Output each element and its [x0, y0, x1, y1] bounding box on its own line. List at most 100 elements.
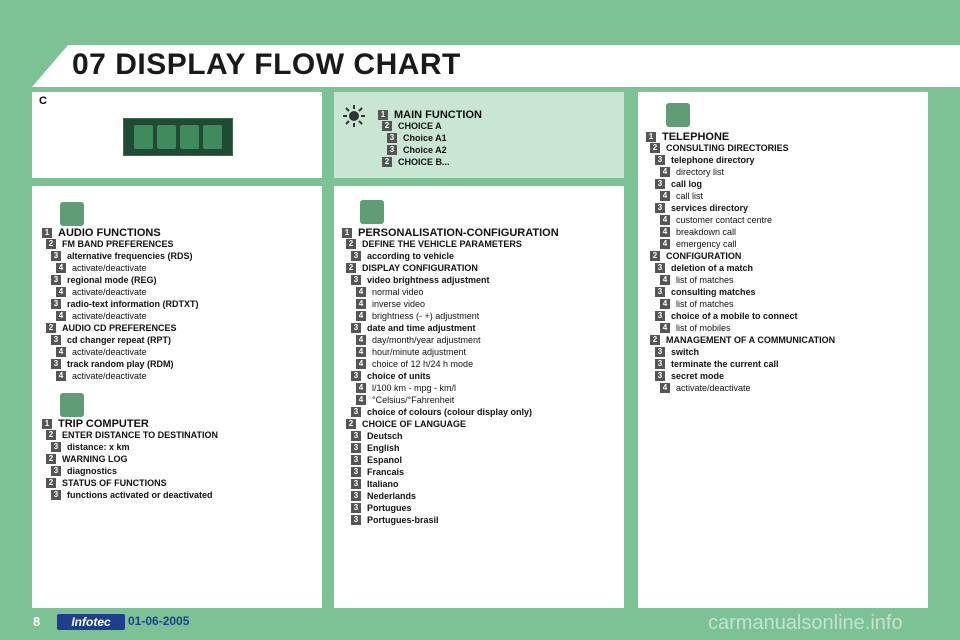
- flow-item-label: TRIP COMPUTER: [58, 418, 149, 430]
- flow-item-label: CHOICE A: [398, 121, 442, 131]
- level-badge: 2: [382, 157, 392, 167]
- flow-item-label: choice of 12 h/24 h mode: [372, 359, 474, 369]
- sun-icon: [342, 104, 366, 128]
- level-badge: 3: [655, 311, 665, 321]
- level-badge: 4: [660, 323, 670, 333]
- phone-icon: [666, 103, 690, 127]
- level-badge: 4: [356, 395, 366, 405]
- level-badge: 2: [46, 430, 56, 440]
- flow-item: 1 TRIP COMPUTER: [42, 418, 149, 430]
- flow-item-label: FM BAND PREFERENCES: [62, 239, 174, 249]
- level-badge: 3: [351, 479, 361, 489]
- flow-item: 3 choice of colours (colour display only): [351, 407, 532, 417]
- level-badge: 3: [51, 359, 61, 369]
- flow-item: 2 CHOICE A: [382, 121, 442, 131]
- flow-item: 3 functions activated or deactivated: [51, 490, 213, 500]
- flow-item-label: consulting matches: [671, 287, 756, 297]
- audio-key-icon: [134, 125, 153, 149]
- level-badge: 3: [51, 251, 61, 261]
- level-badge: 3: [351, 455, 361, 465]
- level-badge: 4: [356, 383, 366, 393]
- level-badge: 4: [56, 263, 66, 273]
- level-badge: 1: [42, 419, 52, 429]
- flow-item-label: list of matches: [676, 299, 734, 309]
- flow-item-label: activate/deactivate: [72, 287, 147, 297]
- level-badge: 4: [356, 359, 366, 369]
- watermark: carmanualsonline.info: [708, 612, 903, 634]
- level-badge: 3: [351, 431, 361, 441]
- page-title: 07 DISPLAY FLOW CHART: [72, 48, 461, 81]
- flow-item-label: MAIN FUNCTION: [394, 109, 482, 121]
- trip-computer-icon: [60, 393, 84, 417]
- level-badge: 2: [382, 121, 392, 131]
- infotec-logo: Infotec: [57, 614, 125, 630]
- flow-item-label: TELEPHONE: [662, 131, 730, 143]
- flow-item-label: choice of units: [367, 371, 431, 381]
- level-badge: 3: [655, 203, 665, 213]
- display-keys-strip: [123, 118, 233, 156]
- flow-item-label: normal video: [372, 287, 424, 297]
- flow-item-label: diagnostics: [67, 466, 118, 476]
- flow-item-label: choice of colours (colour display only): [367, 407, 533, 417]
- flow-item-label: Francais: [367, 467, 405, 477]
- flow-item-label: functions activated or deactivated: [67, 490, 213, 500]
- panel-telephone: [638, 92, 928, 608]
- phone-key-icon: [203, 125, 222, 149]
- level-badge: 3: [655, 359, 665, 369]
- flow-item-label: AUDIO CD PREFERENCES: [62, 323, 177, 333]
- flow-item-label: CHOICE OF LANGUAGE: [362, 419, 467, 429]
- flow-item-label: CONSULTING DIRECTORIES: [666, 143, 789, 153]
- flow-item-label: CHOICE B...: [398, 157, 450, 167]
- level-badge: 1: [342, 228, 352, 238]
- flow-item-label: activate/deactivate: [72, 371, 147, 381]
- level-badge: 1: [42, 228, 52, 238]
- audio-icon: [60, 202, 84, 226]
- flow-item-label: radio-text information (RDTXT): [67, 299, 199, 309]
- flow-item-label: inverse video: [372, 299, 426, 309]
- flow-item-label: deletion of a match: [671, 263, 754, 273]
- level-badge: 2: [346, 239, 356, 249]
- settings-sliders-icon: [360, 200, 384, 224]
- level-badge: 3: [51, 490, 61, 500]
- level-badge: 3: [387, 145, 397, 155]
- level-badge: 4: [660, 275, 670, 285]
- level-badge: 3: [51, 335, 61, 345]
- level-badge: 3: [655, 287, 665, 297]
- level-badge: 3: [51, 275, 61, 285]
- flow-item-label: list of mobiles: [676, 323, 731, 333]
- level-badge: 4: [56, 311, 66, 321]
- level-badge: 4: [660, 215, 670, 225]
- level-badge: 2: [46, 478, 56, 488]
- level-badge: 4: [660, 167, 670, 177]
- level-badge: 3: [655, 347, 665, 357]
- flow-item-label: l/100 km - mpg - km/l: [372, 383, 457, 393]
- level-badge: 4: [356, 335, 366, 345]
- flow-item: 4 choice of 12 h/24 h mode: [356, 359, 473, 369]
- flow-item-label: Italiano: [367, 479, 399, 489]
- flow-item-label: choice of a mobile to connect: [671, 311, 798, 321]
- flow-item-label: DISPLAY CONFIGURATION: [362, 263, 478, 273]
- trip-key-icon: [157, 125, 176, 149]
- flow-item-label: call list: [676, 191, 704, 201]
- level-badge: 3: [351, 407, 361, 417]
- flow-item: 4 list of mobiles: [660, 323, 731, 333]
